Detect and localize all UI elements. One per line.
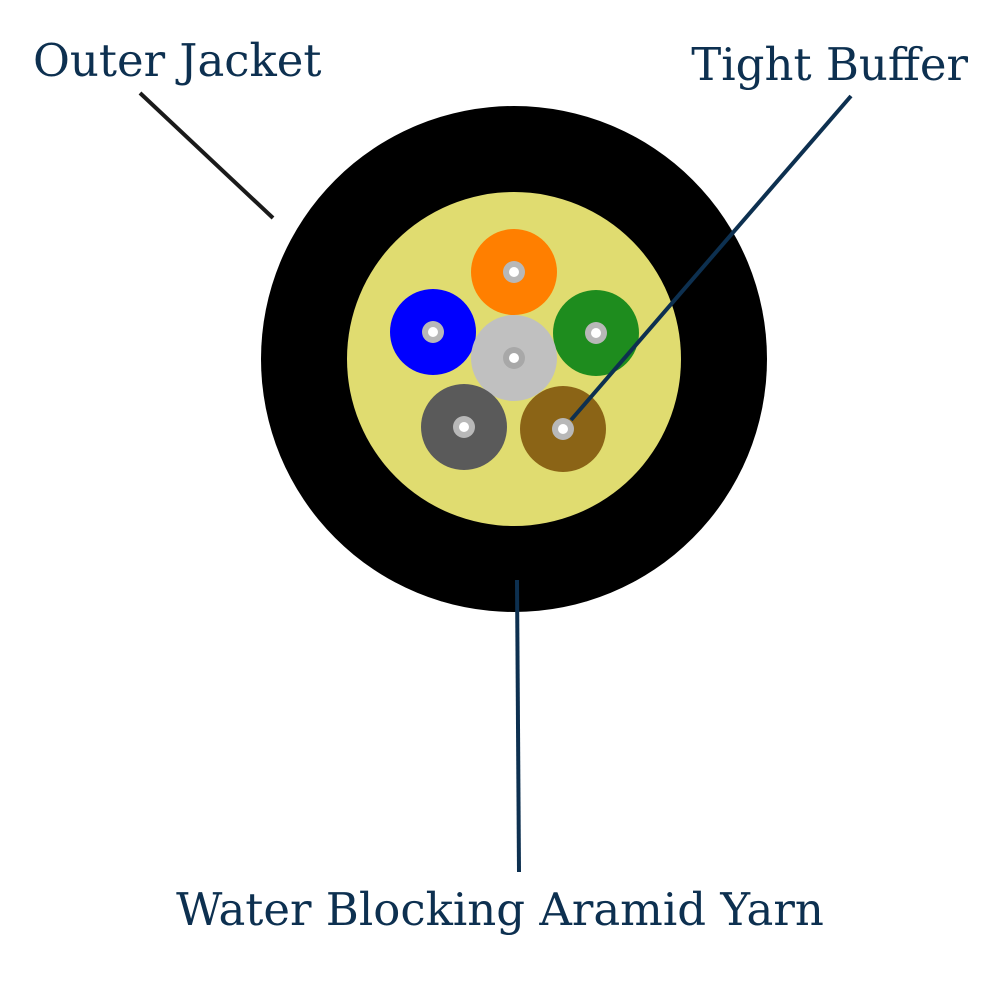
tight-buffer-leader-line bbox=[569, 94, 853, 422]
fiber-gray bbox=[421, 384, 507, 470]
fiber-green bbox=[553, 290, 639, 376]
tight-buffer-label: Tight Buffer bbox=[691, 38, 968, 91]
fiber-brown bbox=[520, 386, 606, 472]
fiber-slate bbox=[471, 315, 557, 401]
fiber-orange bbox=[471, 229, 557, 315]
water-blocking-aramid-yarn-label: Water Blocking Aramid Yarn bbox=[176, 883, 824, 936]
outer-jacket-leader-line bbox=[138, 91, 275, 220]
fiber-blue bbox=[390, 289, 476, 375]
aramid-yarn-leader-line bbox=[515, 579, 521, 873]
outer-jacket-label: Outer Jacket bbox=[33, 34, 322, 87]
